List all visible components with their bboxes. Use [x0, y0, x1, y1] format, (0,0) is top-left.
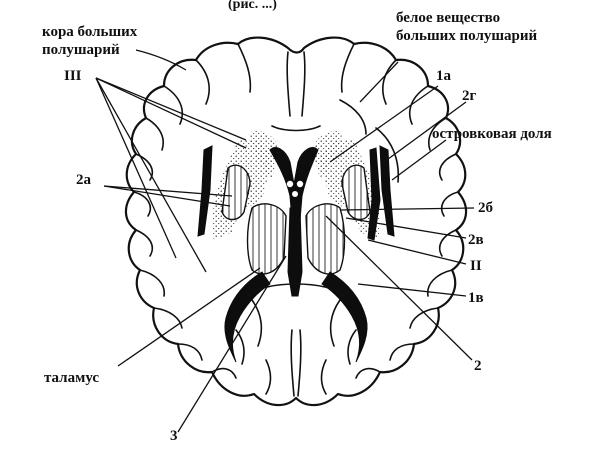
posterior-horn-left [224, 271, 271, 363]
label-insula: островковая доля [432, 126, 552, 142]
brain-outer-contour [124, 36, 468, 407]
longitudinal-fissure-front [271, 51, 321, 132]
lentiform-nucleus-right [341, 164, 371, 221]
claustrum-right [379, 145, 395, 237]
longitudinal-fissure-back [290, 329, 302, 397]
label-III: III [64, 68, 82, 84]
leader-lines [95, 49, 475, 433]
thalamus-left [246, 203, 287, 275]
label-II: II [470, 258, 482, 274]
right-gyri-lines [320, 43, 459, 395]
external-capsule-right [367, 147, 381, 241]
label-cortex-line2: полушарий [42, 42, 120, 58]
label-2g: 2г [462, 88, 477, 104]
label-1a: 1а [436, 68, 452, 84]
lateral-ventricles-anterior [269, 147, 319, 221]
splenium-arc [247, 283, 345, 297]
label-2v: 2в [468, 232, 484, 248]
claustrum-left [197, 145, 213, 237]
label-2b: 2б [478, 200, 493, 216]
label-2a: 2а [76, 172, 92, 188]
left-gyri-lines [133, 43, 272, 395]
label-1v: 1в [468, 290, 484, 306]
third-ventricle [287, 207, 303, 297]
column-fornix-left [286, 180, 294, 188]
third-ventricle-dot [292, 191, 298, 197]
posterior-horn-right [321, 271, 368, 363]
caudate-left [250, 130, 280, 178]
label-cortex-line1: кора больших [42, 24, 138, 40]
column-fornix-right [296, 180, 304, 188]
caudate-right [312, 130, 342, 178]
label-white-matter-line2: больших полушарий [396, 28, 538, 44]
label-white-matter-line1: белое вещество [396, 10, 500, 26]
thalamus-right [305, 203, 346, 275]
insula-outline-right [375, 127, 400, 183]
top-caption-fragment: (рис. ...) [228, 0, 277, 12]
label-2: 2 [474, 358, 482, 374]
label-thalamus: таламус [44, 370, 99, 386]
label-3: 3 [170, 428, 178, 444]
